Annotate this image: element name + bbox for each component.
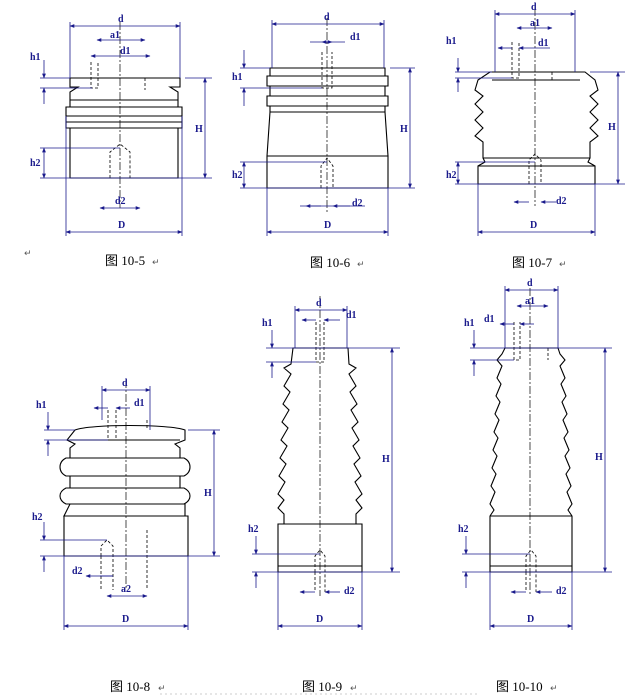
fig-10-6-label-d: d [324,12,330,23]
fig-10-10-label-a1: a1 [525,296,535,307]
figure-10-6: d d1 h1 h2 H d2 D 图 10-6 [232,12,415,270]
return-mark: ↵ [152,258,160,268]
fig-10-10-body [489,347,573,573]
return-mark: ↵ [350,684,358,694]
figure-10-10: d a1 d1 h1 h2 H d2 D 图 10-10 [458,278,612,694]
fig-10-7-label-D: D [530,220,537,231]
fig-10-8-label-d: d [122,378,128,389]
fig-10-8-label-a2: a2 [121,584,131,595]
fig-10-8-body [59,424,191,557]
fig-10-5-label-D: D [118,220,125,231]
fig-10-6-label-h1: h1 [232,72,243,83]
fig-10-10-label-d1: d1 [484,314,495,325]
fig-10-9-label-d1: d1 [346,310,357,321]
figure-10-9: d d1 h1 h2 H d2 D 图 10-9 [248,296,400,694]
fig-10-10-label-h2: h2 [458,524,469,535]
figure-10-5: d a1 d1 h1 h2 H d2 D 图 10-5 [30,14,212,268]
fig-10-5-body [65,77,183,179]
fig-10-5-caption: 图 10-5 [105,253,145,268]
fig-10-10-label-h1: h1 [464,318,475,329]
fig-10-6-label-D: D [324,220,331,231]
fig-10-10-caption: 图 10-10 [496,679,543,694]
fig-10-5-label-a1: a1 [110,30,120,41]
fig-10-7-label-h2: h2 [446,170,457,181]
fig-10-7-caption: 图 10-7 [512,255,553,270]
fig-10-7-label-d2: d2 [556,196,567,207]
fig-10-10-label-d2: d2 [556,586,567,597]
fig-10-8-label-h1: h1 [36,400,47,411]
fig-10-5-label-d2: d2 [115,196,126,207]
fig-10-6-label-H: H [400,124,408,135]
figure-10-8: d d1 h1 h2 H d2 a2 D 图 10-8 [32,378,220,694]
fig-10-7-label-a1: a1 [530,18,540,29]
fig-10-8-label-D: D [122,614,129,625]
fig-10-6-label-d1: d1 [350,32,361,43]
fig-10-6-label-h2: h2 [232,170,243,181]
fig-10-8-caption: 图 10-8 [110,679,150,694]
return-mark: ↵ [550,684,558,694]
return-mark: ↵ [559,260,567,270]
fig-10-6-body [266,67,389,189]
return-mark: ↵ [24,249,32,259]
fig-10-9-label-d2: d2 [344,586,355,597]
fig-10-8-label-h2: h2 [32,512,43,523]
figure-10-7: d a1 d1 h1 h2 H d2 D 图 10-7 [446,2,625,270]
fig-10-9-label-h2: h2 [248,524,259,535]
fig-10-10-label-D: D [527,614,534,625]
fig-10-9-caption: 图 10-9 [302,679,342,694]
fig-10-5-label-h1: h1 [30,52,41,63]
fig-10-8-label-H: H [204,488,212,499]
fig-10-6-caption: 图 10-6 [310,255,351,270]
fig-10-6-label-d2: d2 [352,198,363,209]
fig-10-8-label-d2: d2 [72,566,83,577]
fig-10-7-label-d: d [531,2,537,13]
fig-10-9-label-D: D [316,614,323,625]
fig-10-9-label-H: H [382,454,390,465]
fig-10-10-label-H: H [595,452,603,463]
fig-10-7-label-d1: d1 [538,38,549,49]
fig-10-5-label-d1: d1 [120,46,131,57]
fig-10-7-label-h1: h1 [446,36,457,47]
fig-10-5-label-h2: h2 [30,158,41,169]
fig-10-9-label-h1: h1 [262,318,273,329]
fig-10-8-label-d1: d1 [134,398,145,409]
fig-10-7-body [474,71,599,185]
return-mark: ↵ [357,260,365,270]
return-mark: ↵ [158,684,166,694]
fig-10-7-label-H: H [608,122,616,133]
fig-10-5-label-H: H [195,124,203,135]
fig-10-5-label-d: d [118,14,124,25]
fig-10-9-label-d: d [316,298,322,309]
fig-10-10-label-d: d [527,278,533,289]
